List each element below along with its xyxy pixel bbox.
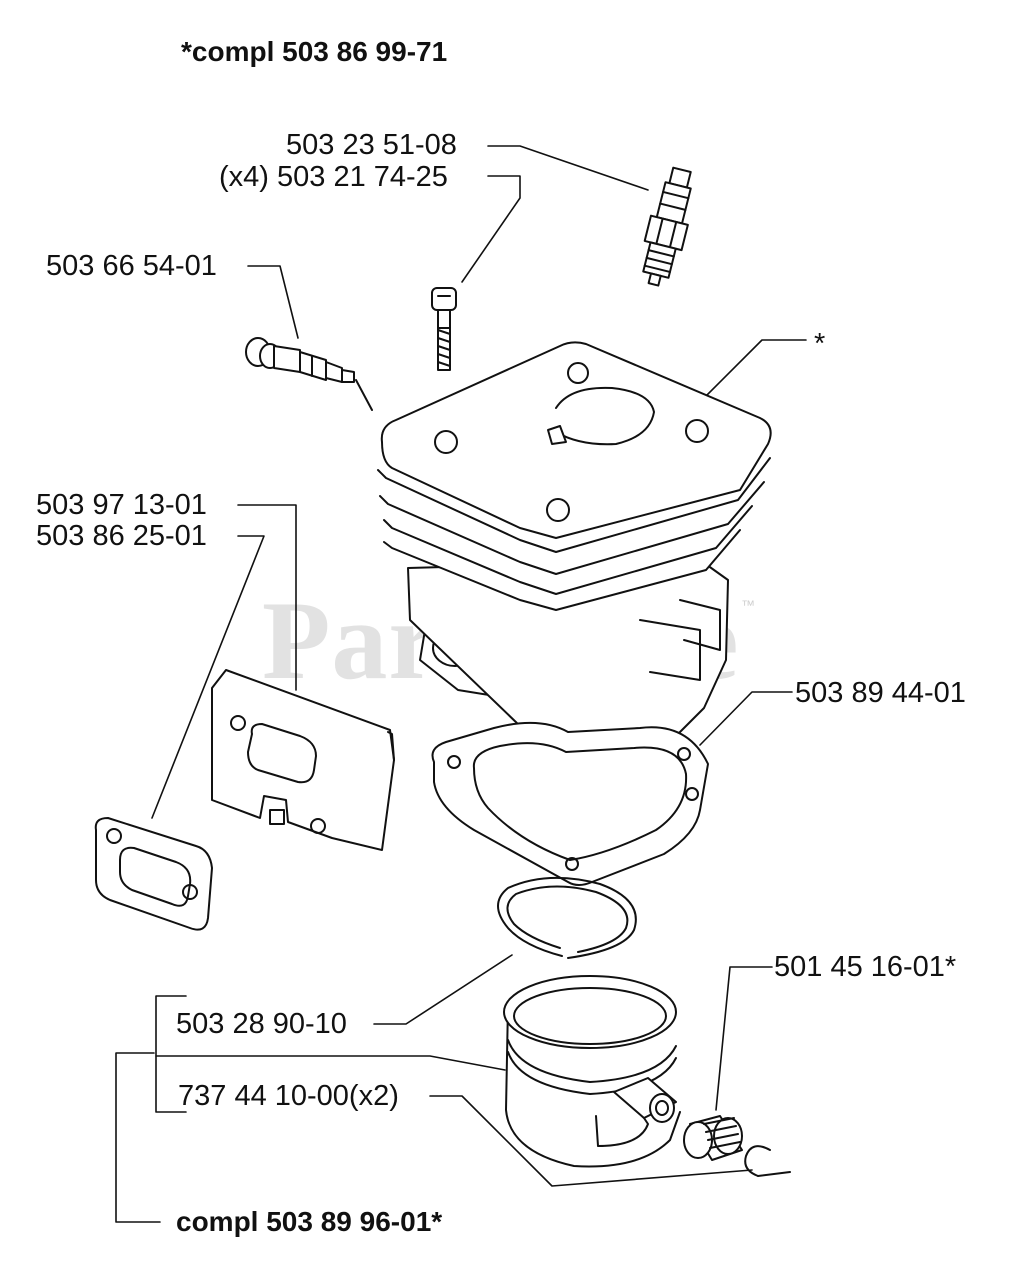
part-label-circlip[interactable]: 737 44 10-00(x2) <box>178 1080 399 1112</box>
cylinder-screw <box>431 287 457 371</box>
part-label-muffler-gasket[interactable]: 503 86 25-01 <box>36 520 207 552</box>
cylinder-base-gasket <box>431 721 709 886</box>
piston <box>503 975 681 1168</box>
part-label-needle-bearing[interactable]: 501 45 16-01* <box>774 951 957 983</box>
cylinder <box>377 341 772 751</box>
muffler-gasket <box>94 817 213 931</box>
assembly-title: *compl 503 86 99-71 <box>181 36 448 67</box>
circlip <box>744 1145 791 1177</box>
part-label-cylinder-screw[interactable]: (x4) 503 21 74-25 <box>219 161 448 193</box>
part-label-decompression-valve[interactable]: 503 66 54-01 <box>46 250 217 282</box>
piston-assembly-label: compl 503 89 96-01* <box>176 1206 443 1237</box>
muffler-gasket-plate <box>211 669 395 851</box>
trademark-mark: ™ <box>741 597 755 613</box>
piston-ring <box>497 876 637 959</box>
part-label-base-gasket[interactable]: 503 89 44-01 <box>795 677 966 709</box>
leader-lines <box>115 145 807 1223</box>
part-label-muffler-gasket-plate[interactable]: 503 97 13-01 <box>36 489 207 521</box>
decompression-valve <box>245 337 373 411</box>
part-label-piston-ring[interactable]: 503 28 90-10 <box>176 1008 347 1040</box>
part-label-spark-plug[interactable]: 503 23 51-08 <box>286 129 457 161</box>
needle-bearing <box>683 1115 743 1161</box>
part-label-cylinder[interactable]: * <box>814 328 826 360</box>
spark-plug <box>642 166 692 287</box>
